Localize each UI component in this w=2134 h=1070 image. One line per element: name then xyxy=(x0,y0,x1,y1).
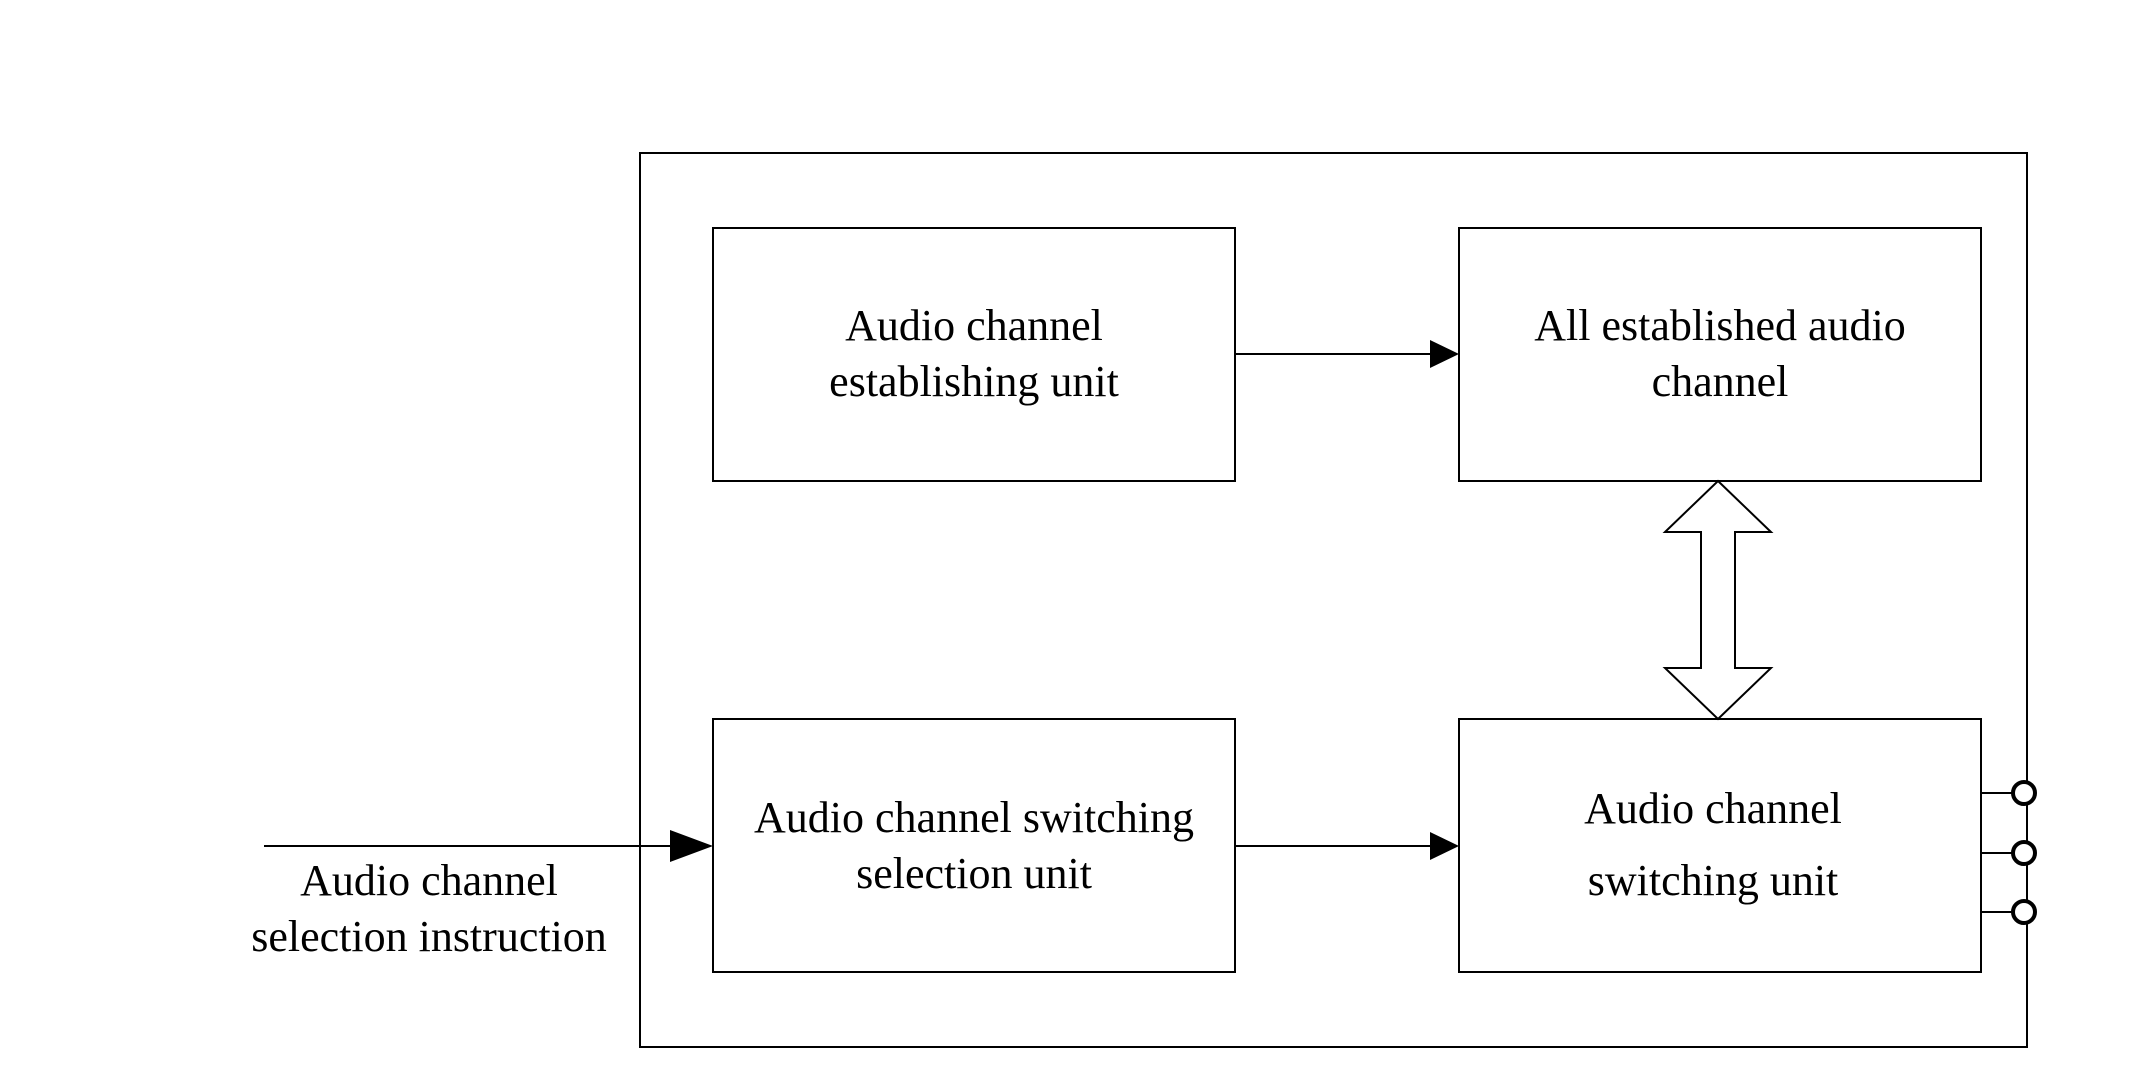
output-terminal-icon xyxy=(2013,842,2035,864)
established-channels-label-line2: channel xyxy=(1652,357,1789,406)
switching-unit-label-line2: switching unit xyxy=(1588,856,1839,905)
establishing-unit-label-line2: establishing unit xyxy=(829,357,1119,406)
establishing-unit-box xyxy=(713,228,1235,481)
input-label-line2: selection instruction xyxy=(251,912,607,961)
switching-selection-unit-label-line1: Audio channel switching xyxy=(754,793,1194,842)
switching-selection-unit-box xyxy=(713,719,1235,972)
established-channels-box xyxy=(1459,228,1981,481)
switching-unit-box xyxy=(1459,719,1981,972)
establishing-unit-label-line1: Audio channel xyxy=(845,301,1103,350)
switching-selection-unit-label-line2: selection unit xyxy=(856,849,1092,898)
input-label-line1: Audio channel xyxy=(300,856,558,905)
established-channels-block: All established audio channel xyxy=(1459,228,1981,481)
switching-unit-block: Audio channel switching unit xyxy=(1459,719,1981,972)
establishing-unit-block: Audio channel establishing unit xyxy=(713,228,1235,481)
established-channels-label-line1: All established audio xyxy=(1534,301,1906,350)
output-terminal-icon xyxy=(2013,901,2035,923)
switching-unit-label-line1: Audio channel xyxy=(1584,784,1842,833)
switching-selection-unit-block: Audio channel switching selection unit xyxy=(713,719,1235,972)
output-terminal-icon xyxy=(2013,782,2035,804)
